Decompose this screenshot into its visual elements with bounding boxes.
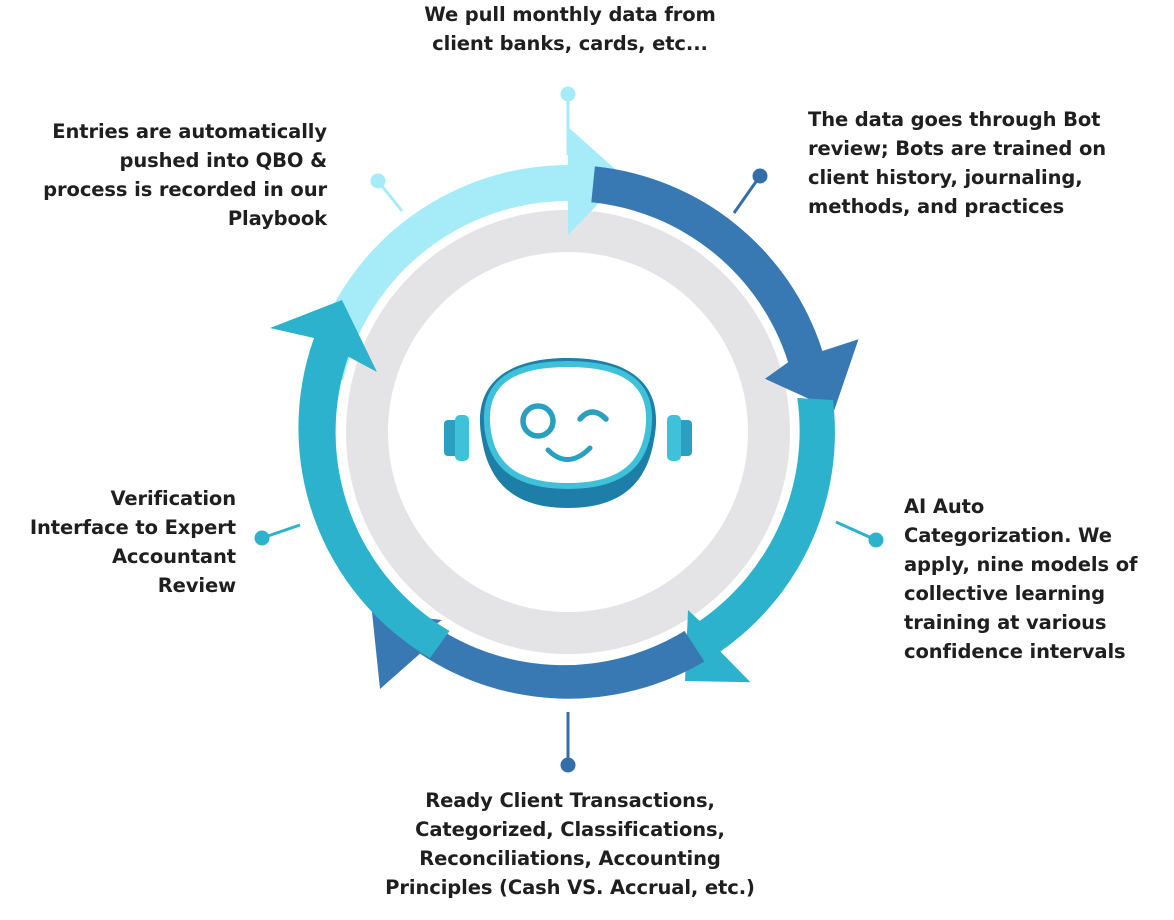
arrow-ring — [270, 127, 859, 699]
step-label-top-left: Entries are automatically pushed into QB… — [43, 120, 327, 230]
step-label-right: AI Auto Categorization. We apply, nine m… — [904, 495, 1138, 663]
arrow-teal-left — [270, 300, 450, 658]
arrow-light-cyan — [308, 127, 624, 381]
pin-bottom — [560, 757, 576, 773]
step-label-left: Verification Interface to Expert Account… — [29, 487, 236, 597]
pin-top — [560, 86, 576, 102]
pin-left — [254, 530, 270, 546]
arrow-teal-right — [685, 398, 835, 683]
step-label-top-right: The data goes through Bot review; Bots a… — [808, 108, 1107, 218]
arrow-dark-blue — [591, 166, 859, 411]
arrow-dark-blue-bottom — [372, 612, 705, 699]
pin-top-right — [752, 168, 768, 184]
step-label-top: We pull monthly data from client banks, … — [424, 3, 716, 55]
step-label-bottom: Ready Client Transactions, Categorized, … — [385, 789, 755, 899]
robot-mascot-icon — [444, 358, 692, 508]
connector-pins — [254, 86, 884, 773]
pin-right — [868, 532, 884, 548]
pin-top-left — [370, 173, 386, 189]
